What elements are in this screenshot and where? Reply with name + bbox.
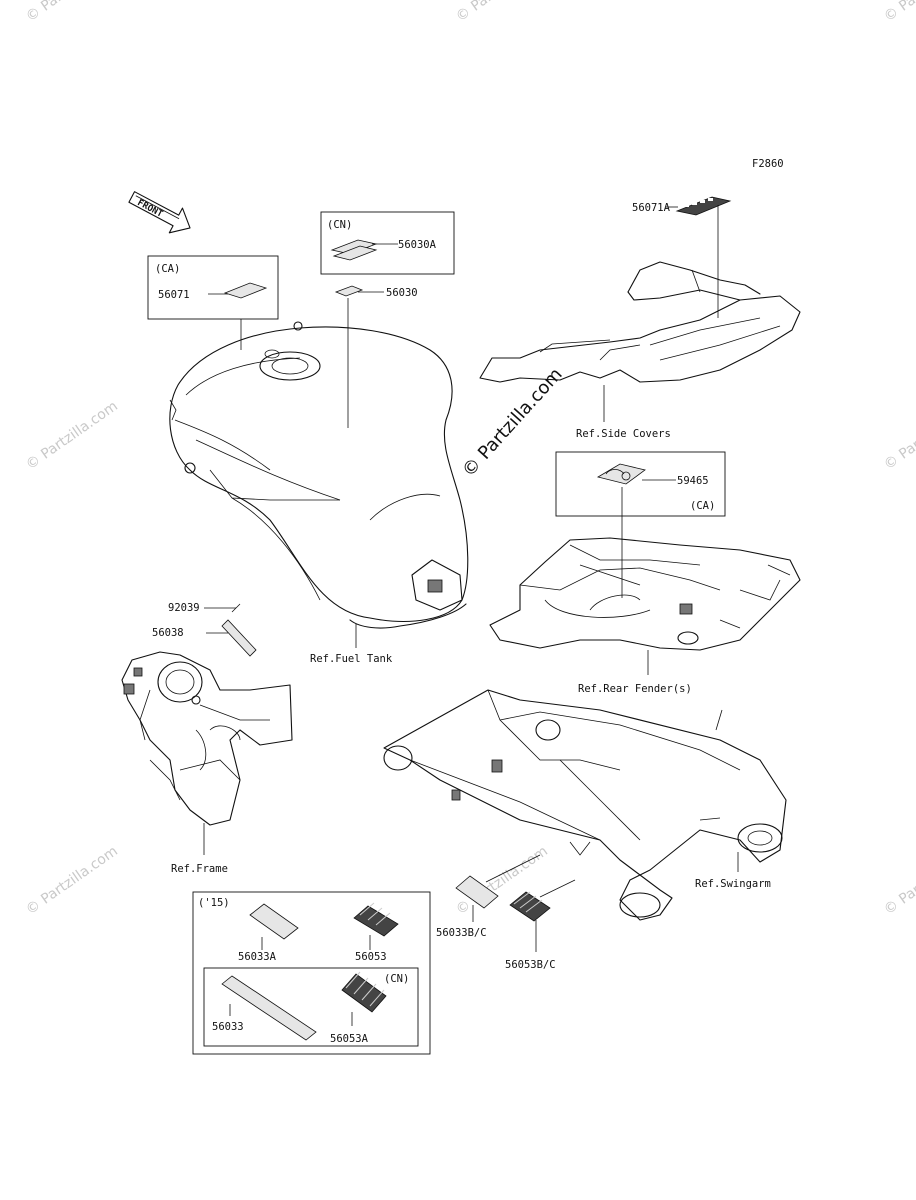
cn-label-box: (CN) 56030A — [320, 211, 455, 275]
decal-56053B-C — [509, 891, 551, 922]
ca-tank-tag: (CA) — [155, 263, 180, 275]
watermark-low-left: © Partzilla.com — [23, 843, 121, 918]
watermark-top-right: © Partzilla.com — [881, 0, 916, 25]
ref-fuel-tank: Ref.Fuel Tank — [310, 653, 393, 665]
watermark-mid-right: © Partzilla.com — [881, 398, 916, 473]
watermarks: © Partzilla.com © Partzilla.com © Partzi… — [23, 0, 916, 918]
decal-56033A — [249, 903, 299, 940]
ref-side-covers: Ref.Side Covers — [576, 428, 671, 440]
callout-56033B-C: 56033B/C — [436, 927, 487, 939]
callout-56071A: 56071A — [632, 202, 671, 214]
front-arrow-label: FRONT — [136, 198, 165, 220]
fuel-tank — [169, 321, 469, 629]
decal-56071A — [675, 196, 732, 216]
decal-56030: 56030 — [334, 285, 418, 428]
year-15-tag: ('15) — [198, 897, 230, 909]
watermark-low-right: © Partzilla.com — [881, 843, 916, 918]
ca-fender-box: 59465 (CA) — [555, 451, 726, 598]
ref-rear-fender: Ref.Rear Fender(s) — [578, 683, 692, 695]
clamp-92039 — [231, 603, 241, 613]
callout-56033A: 56033A — [238, 951, 277, 963]
callout-56030: 56030 — [386, 287, 418, 299]
decal-56053 — [353, 902, 399, 937]
watermark-top-center: © Partzilla.com — [453, 0, 551, 25]
watermark-mid-left: © Partzilla.com — [23, 398, 121, 473]
callout-56038: 56038 — [152, 627, 184, 639]
callout-56053A: 56053A — [330, 1033, 369, 1045]
watermark-center: © Partzilla.com — [458, 364, 567, 481]
ca-tank-box: (CA) 56071 — [147, 255, 279, 350]
front-arrow-icon: FRONT — [128, 191, 191, 234]
side-covers — [479, 261, 801, 383]
decal-59465 — [596, 463, 646, 485]
decal-56053A — [341, 971, 387, 1013]
rear-fender — [489, 537, 801, 651]
callout-56030A: 56030A — [398, 239, 437, 251]
decal-56030A — [330, 239, 378, 261]
callout-56071: 56071 — [158, 289, 190, 301]
ref-frame: Ref.Frame — [171, 863, 228, 875]
figure-code: F2860 — [752, 158, 784, 170]
ref-swingarm: Ref.Swingarm — [695, 878, 771, 890]
callout-59465: 59465 — [677, 475, 709, 487]
ca-fender-tag: (CA) — [690, 500, 715, 512]
decal-56033B-C — [455, 875, 499, 909]
year-15-box: ('15) 56033A 56053 (CN) 56033 56053A — [192, 891, 431, 1055]
swingarm — [383, 689, 787, 921]
callout-56053B-C: 56053B/C — [505, 959, 556, 971]
decal-56071 — [223, 282, 268, 299]
callout-56053: 56053 — [355, 951, 387, 963]
callout-92039: 92039 — [168, 602, 200, 614]
decal-56038 — [221, 619, 257, 657]
frame — [121, 651, 293, 826]
callout-56033: 56033 — [212, 1021, 244, 1033]
watermark-top-left: © Partzilla.com — [23, 0, 121, 25]
decal-56033 — [221, 975, 317, 1041]
cn-bottom-tag: (CN) — [384, 973, 409, 985]
cn-top-tag: (CN) — [327, 219, 352, 231]
